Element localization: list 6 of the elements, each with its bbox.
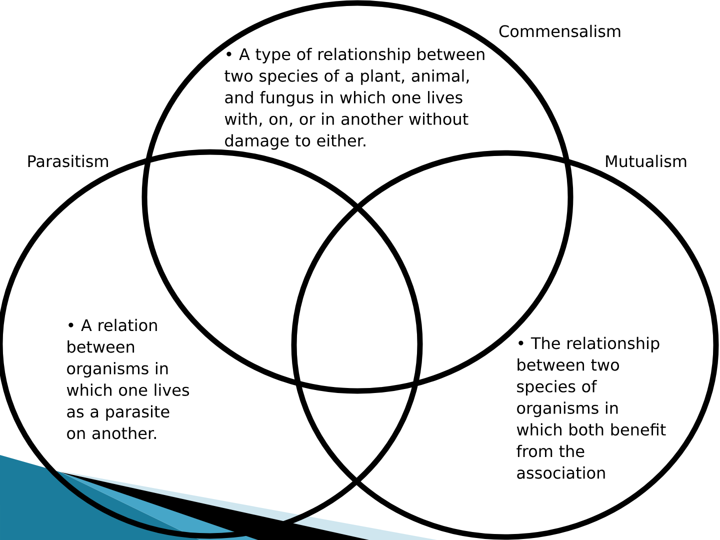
set-label: Parasitism [28, 154, 108, 168]
definition-text: • A type of relationship between two species of a plant, animal, and fungus in which one lives with, on, or in another without damage to either. [224, 48, 484, 150]
set-label: Commensalism [499, 24, 620, 38]
definition-text: • The relationship between two species of organisms in which both benefit from the association [516, 336, 666, 479]
set-label: Mutualism [606, 154, 686, 168]
definition-text: • A relation between organisms in which one lives as a parasite on another. [66, 318, 190, 440]
